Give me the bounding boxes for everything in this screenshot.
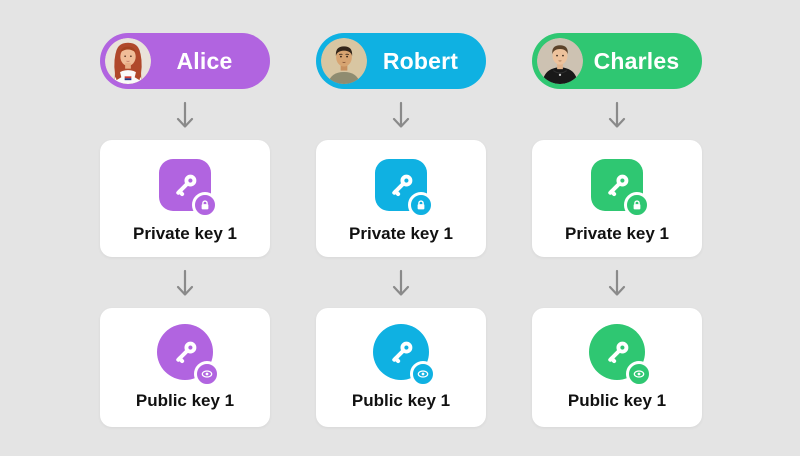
- private-key-card: Private key 1: [532, 140, 702, 257]
- arrow-row: [389, 257, 413, 308]
- eye-icon: [201, 370, 213, 378]
- eye-icon: [417, 370, 429, 378]
- lock-badge: [624, 192, 650, 218]
- key-icon: [391, 341, 412, 363]
- column-robert: Robert: [316, 0, 486, 427]
- person-pill-robert: Robert: [316, 33, 486, 89]
- public-key-icon: [589, 324, 652, 387]
- column-charles: Charles: [532, 0, 702, 427]
- down-arrow-icon: [392, 269, 410, 296]
- private-key-label: Private key 1: [349, 224, 453, 243]
- private-key-label: Private key 1: [565, 224, 669, 243]
- private-key-icon: [591, 159, 650, 218]
- key-icon: [391, 174, 412, 196]
- eye-badge: [194, 361, 220, 387]
- public-key-icon: [373, 324, 436, 387]
- column-alice: Alice: [100, 0, 270, 427]
- down-arrow-icon: [392, 101, 410, 128]
- eye-badge: [410, 361, 436, 387]
- arrow-row: [389, 89, 413, 140]
- public-key-card: Public key 1: [100, 308, 270, 427]
- public-key-label: Public key 1: [351, 391, 451, 410]
- avatar-alice-icon: [105, 38, 151, 84]
- person-name: Robert: [382, 47, 459, 74]
- lock-icon: [201, 200, 209, 210]
- public-key-label: Public key 1: [135, 391, 235, 410]
- private-key-card: Private key 1: [316, 140, 486, 257]
- lock-badge: [192, 192, 218, 218]
- down-arrow-icon: [608, 101, 626, 128]
- eye-badge: [626, 361, 652, 387]
- arrow-row: [605, 257, 629, 308]
- lock-icon: [417, 200, 425, 210]
- down-arrow-icon: [176, 269, 194, 296]
- lock-icon: [633, 200, 641, 210]
- public-key-icon: [157, 324, 220, 387]
- private-key-card: Private key 1: [100, 140, 270, 257]
- columns-wrapper: Alice: [100, 0, 702, 427]
- avatar-robert-icon: [321, 38, 367, 84]
- arrow-row: [173, 257, 197, 308]
- public-key-label: Public key 1: [567, 391, 667, 410]
- arrow-row: [173, 89, 197, 140]
- avatar-charles-icon: [537, 38, 583, 84]
- person-name: Alice: [176, 47, 233, 74]
- public-key-card: Public key 1: [316, 308, 486, 427]
- private-key-label: Private key 1: [133, 224, 237, 243]
- public-key-card: Public key 1: [532, 308, 702, 427]
- private-key-icon: [159, 159, 218, 218]
- down-arrow-icon: [176, 101, 194, 128]
- person-pill-charles: Charles: [532, 33, 702, 89]
- eye-icon: [633, 370, 645, 378]
- person-name: Charles: [593, 47, 680, 74]
- down-arrow-icon: [608, 269, 626, 296]
- private-key-icon: [375, 159, 434, 218]
- key-icon: [607, 174, 628, 196]
- arrow-row: [605, 89, 629, 140]
- person-pill-alice: Alice: [100, 33, 270, 89]
- key-icon: [175, 174, 196, 196]
- lock-badge: [408, 192, 434, 218]
- key-icon: [175, 341, 196, 363]
- key-icon: [607, 341, 628, 363]
